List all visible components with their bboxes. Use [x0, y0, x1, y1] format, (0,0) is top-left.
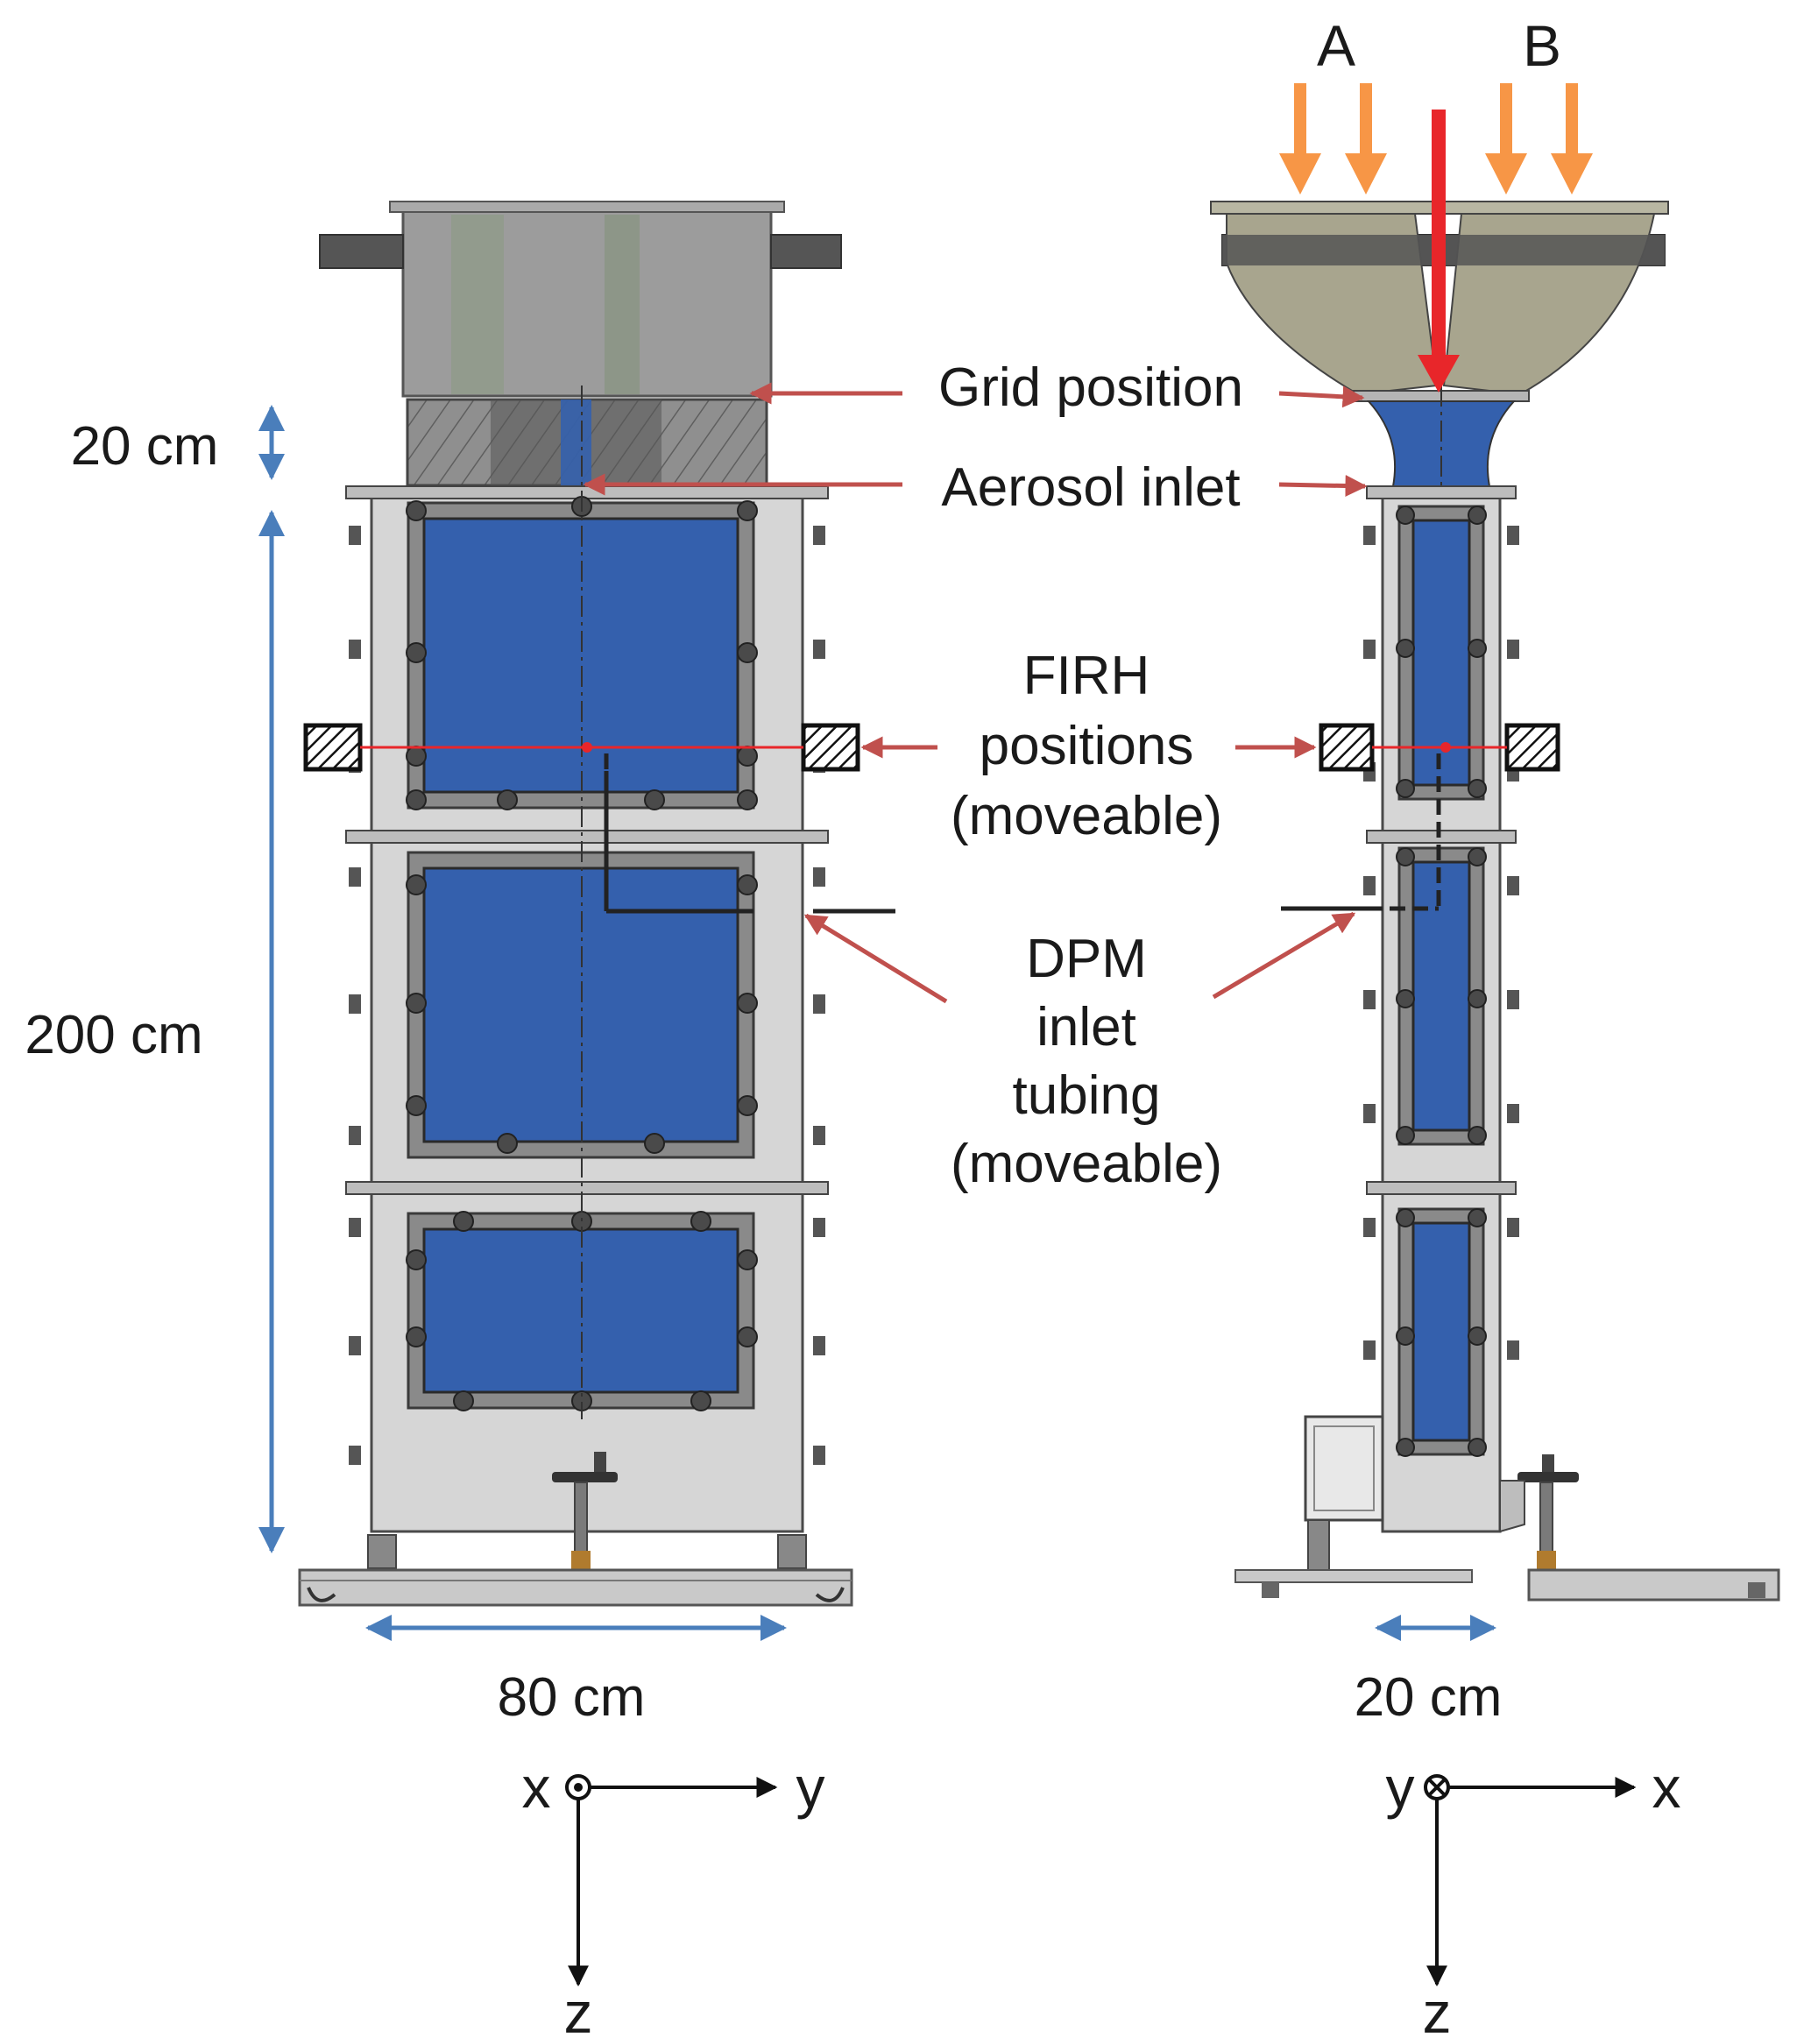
axes-front [565, 1774, 778, 1987]
inlet-a-arrows [1279, 83, 1387, 194]
front-window-2 [407, 851, 755, 1159]
axis-side-x-label: x [1652, 1755, 1681, 1820]
inlet-a-label: A [1317, 13, 1355, 78]
dimension-arrows [258, 405, 1496, 1641]
side-window-1 [1397, 505, 1485, 801]
dim-200cm-label: 200 cm [25, 1005, 202, 1065]
front-view [298, 201, 895, 1607]
front-foot-left [367, 1534, 397, 1569]
firh-label-line1: FIRH [1023, 646, 1150, 706]
side-valve [1517, 1454, 1579, 1570]
side-view [1210, 201, 1780, 1602]
side-bolts [1363, 506, 1519, 1457]
axes-side [1424, 1774, 1637, 1987]
inlet-b-label: B [1523, 13, 1561, 78]
axis-front-y-label: y [796, 1755, 825, 1820]
firh-label-line3: (moveable) [951, 786, 1222, 846]
inlet-b-arrows [1485, 83, 1593, 194]
dim-80cm-label: 80 cm [498, 1667, 646, 1728]
annotation-arrows [583, 382, 1368, 1004]
grid-position-label: Grid position [938, 357, 1243, 418]
axis-side-z-label: z [1423, 1980, 1452, 2044]
front-bolts [349, 496, 825, 1465]
dim-20cm-horizontal-label: 20 cm [1355, 1667, 1503, 1728]
front-base-plate [298, 1568, 853, 1607]
front-valve [552, 1452, 618, 1570]
dpm-label-line1: DPM [1026, 929, 1147, 989]
dpm-label-line3: tubing [1013, 1065, 1161, 1126]
front-window-1 [407, 501, 755, 810]
side-firh-block-right [1504, 723, 1560, 772]
front-bracket-right [770, 234, 842, 269]
dpm-label-line4: (moveable) [951, 1134, 1222, 1194]
front-foot-right [777, 1534, 807, 1569]
main-flow-arrow [1418, 110, 1460, 393]
side-base-plate-left [1234, 1569, 1473, 1583]
front-firh-block-left [303, 723, 363, 772]
side-blower-box [1304, 1415, 1384, 1522]
axis-front-x-label: x [522, 1755, 551, 1820]
front-bracket-left [319, 234, 404, 269]
firh-label-line2: positions [980, 716, 1194, 776]
dpm-label-line2: inlet [1036, 997, 1136, 1057]
axis-front-z-label: z [564, 1980, 593, 2044]
dim-20cm-vertical-label: 20 cm [71, 416, 219, 477]
side-blower-leg [1307, 1519, 1330, 1574]
front-firh-block-right [801, 723, 860, 772]
axis-side-y-label: y [1386, 1755, 1415, 1820]
flow-arrows [1279, 83, 1593, 393]
aerosol-inlet-label: Aerosol inlet [941, 457, 1240, 518]
side-firh-block-left [1319, 723, 1375, 772]
side-base-plate-right [1527, 1568, 1780, 1602]
